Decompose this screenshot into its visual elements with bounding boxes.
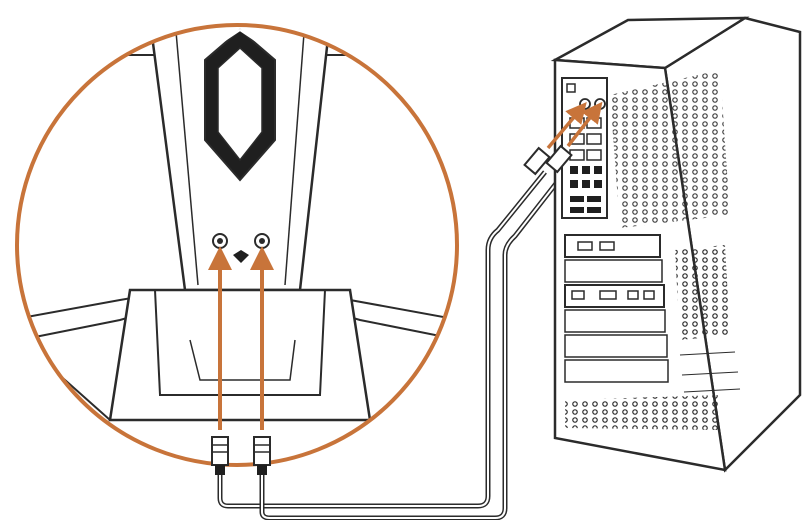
plug-right — [545, 144, 573, 174]
wifi-icon — [233, 250, 249, 263]
connector-right — [253, 436, 271, 475]
antenna-port-left — [579, 98, 591, 110]
pc-tower — [523, 16, 802, 473]
connector-left — [211, 436, 229, 475]
callout-circle — [17, 25, 457, 430]
callout-border — [15, 23, 459, 467]
expansion-slots — [564, 234, 669, 383]
antenna-port-right — [594, 98, 606, 110]
monitor-port-right — [254, 233, 270, 249]
plug-left — [523, 146, 551, 176]
arrow-io-right — [566, 101, 603, 148]
arrow-io-left — [546, 101, 587, 150]
io-panel — [561, 77, 608, 219]
monitor-port-left — [212, 233, 228, 249]
